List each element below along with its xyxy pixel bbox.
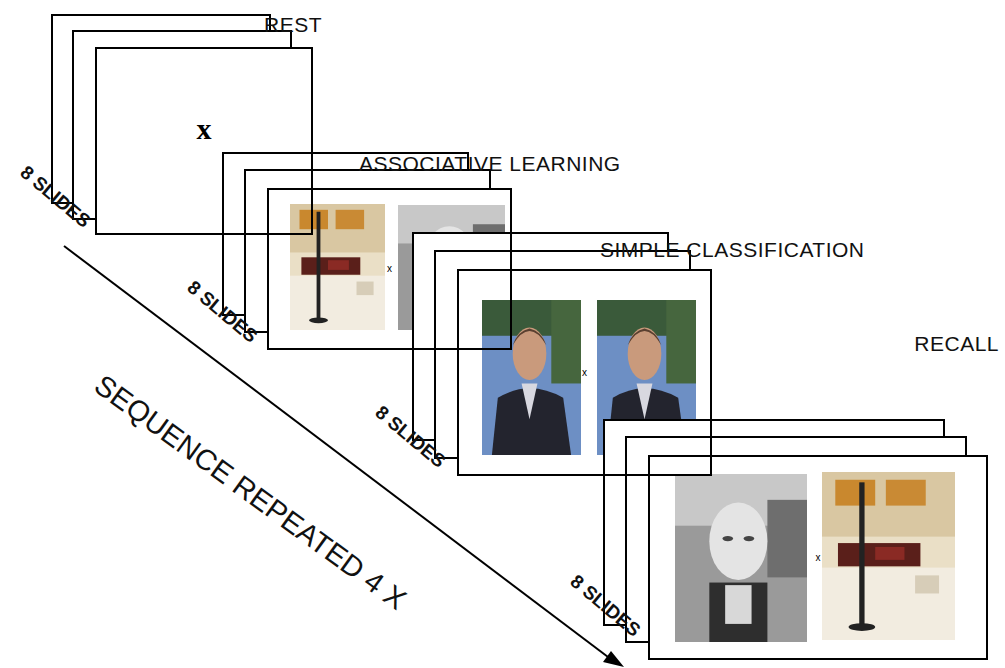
phase-heading: REST <box>264 13 322 37</box>
slide-box: SIMPLE CLASSIFICATIONx <box>457 269 712 476</box>
fixation-mark: x <box>582 368 587 378</box>
man-photo <box>482 300 581 455</box>
room-photo <box>822 472 955 640</box>
face-photo <box>675 474 807 642</box>
phase-heading: RECALL <box>914 332 999 356</box>
room-photo <box>290 204 385 330</box>
fixation-mark: x <box>387 264 392 274</box>
slide-ground <box>648 455 988 660</box>
slide-box: RECALLx <box>648 455 988 660</box>
sequence-arrow <box>64 246 612 660</box>
arrow-head <box>603 651 624 667</box>
phase-heading: ASSOCIATIVE LEARNING <box>359 152 621 176</box>
slide-box: RESTx <box>95 47 313 235</box>
fixation-mark: x <box>816 553 821 563</box>
sequence-note: SEQUENCE REPEATED 4 X <box>88 368 412 616</box>
fixation-mark: x <box>197 114 212 144</box>
phase-heading: SIMPLE CLASSIFICATION <box>600 238 865 262</box>
